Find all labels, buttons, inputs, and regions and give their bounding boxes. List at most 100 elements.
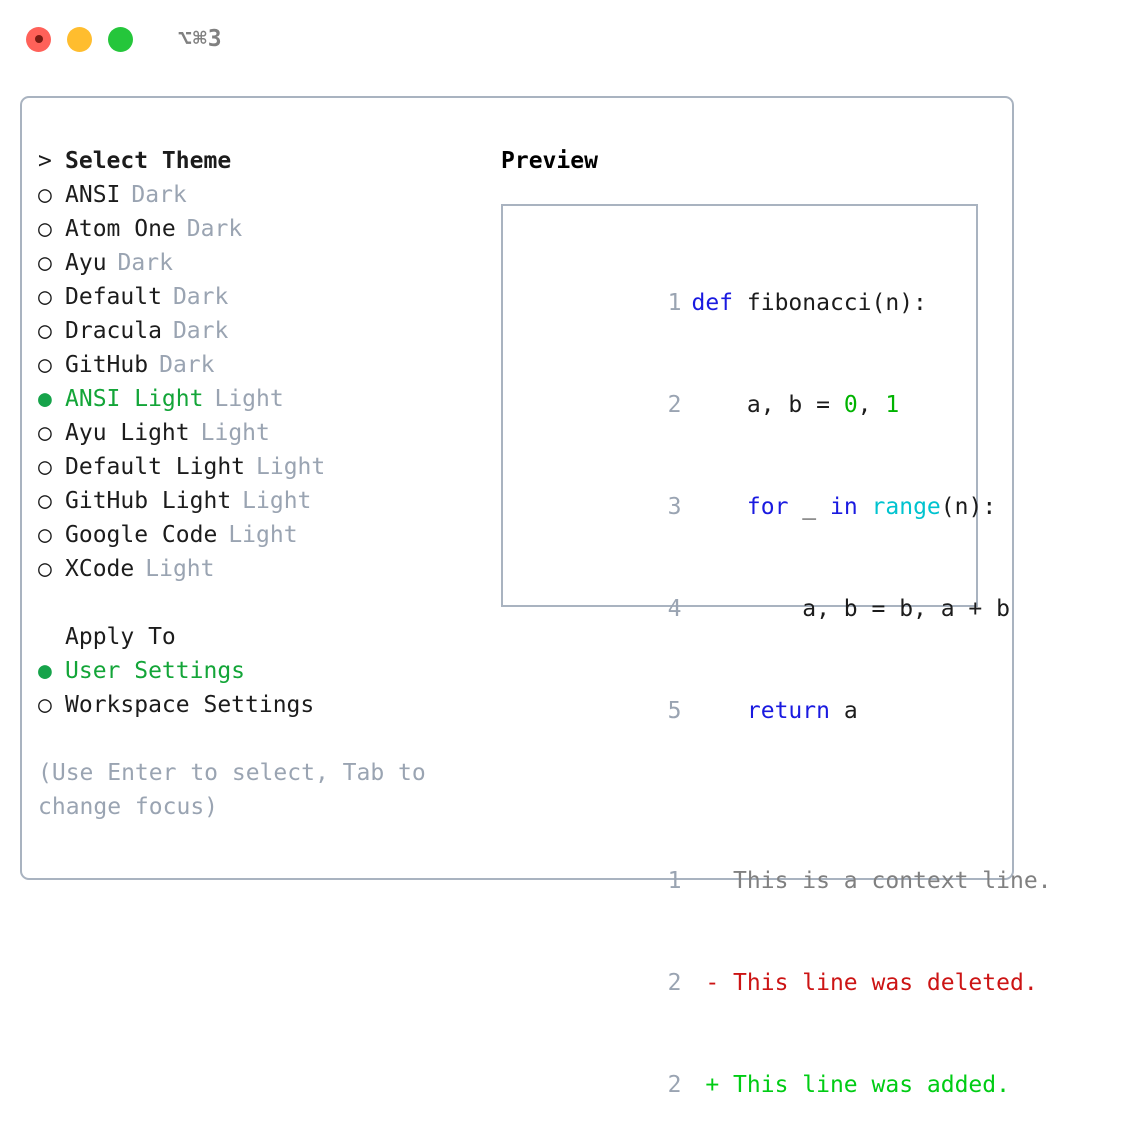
diff-text: + This line was added. bbox=[691, 1072, 1010, 1098]
radio-unselected-icon[interactable]: ○ bbox=[38, 522, 52, 548]
code-token: for bbox=[746, 494, 789, 520]
maximize-window-button[interactable] bbox=[108, 26, 133, 52]
line-number: 2 bbox=[667, 1072, 682, 1098]
diff-text: This is a context line. bbox=[691, 868, 1052, 894]
theme-category-label: Dark bbox=[131, 182, 187, 208]
theme-name-label: Ayu bbox=[65, 250, 107, 276]
preview-spacer bbox=[521, 796, 976, 830]
diff-text: - This line was deleted. bbox=[691, 970, 1038, 996]
theme-name-label: Ayu Light bbox=[65, 420, 190, 446]
main-panel: > Select Theme ○ ANSI Dark ○ Atom One Da… bbox=[20, 96, 1052, 1098]
theme-option-ayu-dark[interactable]: ○ Ayu Dark bbox=[38, 246, 488, 280]
apply-to-heading-label: Apply To bbox=[65, 624, 176, 650]
code-token bbox=[691, 494, 746, 520]
radio-unselected-icon[interactable]: ○ bbox=[38, 556, 52, 582]
radio-unselected-icon[interactable]: ○ bbox=[38, 284, 52, 310]
radio-unselected-icon[interactable]: ○ bbox=[38, 318, 52, 344]
theme-name-label: Google Code bbox=[65, 522, 218, 548]
code-token: def bbox=[691, 290, 734, 316]
theme-option-google-code[interactable]: ○ Google Code Light bbox=[38, 518, 488, 552]
preview-box: 1 def fibonacci(n): 2 a, b = 0, 1 3 for _… bbox=[501, 204, 1052, 1098]
select-theme-heading: > Select Theme bbox=[38, 144, 488, 178]
code-token: (n): bbox=[940, 494, 997, 520]
code-line: 2 a, b = 0, 1 bbox=[521, 354, 976, 456]
theme-category-label: Dark bbox=[186, 216, 243, 242]
line-number: 2 bbox=[667, 392, 682, 418]
code-line: 5 return a bbox=[521, 660, 976, 762]
preview-column: Preview 1 def fibonacci(n): 2 a, b = 0, 1… bbox=[501, 144, 1052, 1098]
radio-unselected-icon[interactable]: ○ bbox=[38, 420, 52, 446]
code-token: a, b = bbox=[691, 392, 844, 418]
theme-name-label: Dracula bbox=[65, 318, 162, 344]
theme-category-label: Light bbox=[145, 556, 215, 582]
code-token: 0 bbox=[843, 392, 858, 418]
code-token: a bbox=[829, 698, 858, 724]
theme-category-label: Light bbox=[256, 454, 326, 480]
theme-selection-column: > Select Theme ○ ANSI Dark ○ Atom One Da… bbox=[38, 144, 488, 824]
keyboard-hint-text: (Use Enter to select, Tab to change focu… bbox=[38, 760, 426, 820]
title-bar: ⌥⌘3 bbox=[0, 0, 1140, 78]
code-token: 1 bbox=[885, 392, 900, 418]
radio-unselected-icon[interactable]: ○ bbox=[38, 692, 52, 718]
theme-option-ansi-light[interactable]: ● ANSI Light Light bbox=[38, 382, 488, 416]
theme-name-label: XCode bbox=[65, 556, 135, 582]
theme-option-atom-one-dark[interactable]: ○ Atom One Dark bbox=[38, 212, 488, 246]
theme-name-label: GitHub bbox=[65, 352, 149, 378]
code-token bbox=[691, 698, 746, 724]
radio-selected-icon[interactable]: ● bbox=[38, 386, 52, 412]
apply-to-option-workspace-settings[interactable]: ○ Workspace Settings bbox=[38, 688, 488, 722]
code-token: a, b = b, a + b bbox=[691, 596, 1010, 622]
theme-name-label: ANSI Light bbox=[65, 386, 204, 412]
close-window-button[interactable] bbox=[26, 26, 51, 52]
line-number: 1 bbox=[667, 290, 682, 316]
radio-unselected-icon[interactable]: ○ bbox=[38, 182, 52, 208]
code-token: _ bbox=[788, 494, 830, 520]
apply-to-option-label: Workspace Settings bbox=[65, 692, 315, 718]
theme-name-label: Atom One bbox=[65, 216, 176, 242]
diff-line-context: 1 This is a context line. bbox=[521, 830, 1052, 932]
code-line: 1 def fibonacci(n): bbox=[521, 252, 976, 354]
theme-category-label: Light bbox=[242, 488, 312, 514]
theme-category-label: Dark bbox=[172, 284, 229, 310]
apply-to-option-label: User Settings bbox=[65, 658, 246, 684]
radio-unselected-icon[interactable]: ○ bbox=[38, 216, 52, 242]
app-window: ⌥⌘3 > Select Theme ○ ANSI Dark ○ Atom On… bbox=[0, 0, 1140, 1098]
minimize-window-button[interactable] bbox=[67, 26, 92, 52]
diff-line-added: 2 + This line was added. bbox=[521, 1034, 1010, 1136]
line-number: 5 bbox=[667, 698, 682, 724]
theme-option-github-dark[interactable]: ○ GitHub Dark bbox=[38, 348, 488, 382]
theme-option-xcode[interactable]: ○ XCode Light bbox=[38, 552, 488, 586]
code-token: , bbox=[857, 392, 886, 418]
radio-unselected-icon[interactable]: ○ bbox=[38, 352, 52, 378]
code-line: 3 for _ in range(n): bbox=[521, 456, 997, 558]
theme-category-label: Light bbox=[200, 420, 270, 446]
apply-to-option-user-settings[interactable]: ● User Settings bbox=[38, 654, 488, 688]
apply-to-heading: Apply To bbox=[38, 620, 488, 654]
theme-name-label: Default bbox=[65, 284, 162, 310]
section-spacer bbox=[38, 586, 488, 620]
radio-unselected-icon[interactable]: ○ bbox=[38, 454, 52, 480]
theme-category-label: Light bbox=[228, 522, 298, 548]
preview-heading: Preview bbox=[501, 148, 598, 174]
theme-option-dracula-dark[interactable]: ○ Dracula Dark bbox=[38, 314, 488, 348]
theme-option-default-dark[interactable]: ○ Default Dark bbox=[38, 280, 488, 314]
radio-selected-icon[interactable]: ● bbox=[38, 658, 52, 684]
theme-option-ayu-light[interactable]: ○ Ayu Light Light bbox=[38, 416, 488, 450]
radio-unselected-icon[interactable]: ○ bbox=[38, 250, 52, 276]
line-number: 2 bbox=[667, 970, 682, 996]
theme-category-label: Dark bbox=[159, 352, 215, 378]
code-line: 4 a, b = b, a + b bbox=[521, 558, 1010, 660]
theme-option-ansi-dark[interactable]: ○ ANSI Dark bbox=[38, 178, 488, 212]
theme-name-label: Default Light bbox=[65, 454, 246, 480]
theme-category-label: Dark bbox=[117, 250, 173, 276]
theme-name-label: ANSI bbox=[65, 182, 121, 208]
theme-option-default-light[interactable]: ○ Default Light Light bbox=[38, 450, 488, 484]
code-token: fibonacci(n): bbox=[733, 290, 927, 316]
keyboard-shortcut-label: ⌥⌘3 bbox=[178, 26, 223, 52]
theme-category-label: Dark bbox=[172, 318, 229, 344]
theme-category-label: Light bbox=[214, 386, 284, 412]
code-token: in bbox=[829, 494, 858, 520]
radio-unselected-icon[interactable]: ○ bbox=[38, 488, 52, 514]
theme-option-github-light[interactable]: ○ GitHub Light Light bbox=[38, 484, 488, 518]
code-token: range bbox=[871, 494, 941, 520]
